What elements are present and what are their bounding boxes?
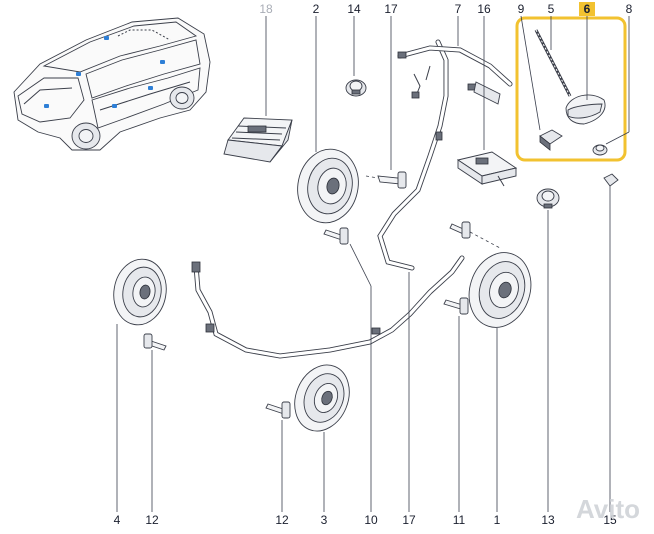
label-15: 15 bbox=[603, 513, 617, 527]
screw-17-mid bbox=[449, 221, 501, 249]
label-17-bottom: 17 bbox=[402, 513, 416, 527]
label-8: 8 bbox=[626, 2, 633, 16]
label-10: 10 bbox=[364, 513, 378, 527]
label-9: 9 bbox=[518, 2, 525, 16]
label-7: 7 bbox=[455, 2, 462, 16]
label-13: 13 bbox=[541, 513, 555, 527]
label-4: 4 bbox=[114, 513, 121, 527]
label-17-top: 17 bbox=[384, 2, 398, 16]
clip-15 bbox=[603, 173, 619, 187]
tweeter-13 bbox=[536, 188, 560, 209]
label-3: 3 bbox=[321, 513, 328, 527]
antenna-mast-5 bbox=[534, 29, 572, 97]
screw-12-bottom bbox=[265, 401, 291, 419]
label-16: 16 bbox=[477, 2, 491, 16]
screw-12-left bbox=[143, 333, 167, 351]
label-2: 2 bbox=[313, 2, 320, 16]
label-6: 6 bbox=[584, 2, 591, 16]
rear-harness bbox=[191, 255, 465, 359]
part-14 bbox=[345, 79, 367, 97]
vehicle-illustration bbox=[13, 17, 211, 151]
speaker-4 bbox=[113, 258, 167, 326]
radio-unit bbox=[223, 117, 293, 163]
label-14: 14 bbox=[347, 2, 361, 16]
watermark-logo: Avito bbox=[575, 494, 640, 524]
speaker-3 bbox=[294, 364, 350, 432]
label-6-highlight bbox=[579, 2, 595, 16]
antenna-base-6 bbox=[565, 94, 606, 125]
nut-8 bbox=[592, 144, 608, 156]
speaker-1 bbox=[468, 252, 532, 328]
bracket-16 bbox=[456, 151, 518, 187]
label-18: 18 bbox=[259, 2, 273, 16]
label-1: 1 bbox=[494, 513, 501, 527]
screw-11 bbox=[443, 297, 469, 315]
connector-9 bbox=[539, 129, 563, 151]
highlight-box bbox=[515, 16, 627, 162]
callout-lines bbox=[116, 15, 630, 512]
label-11: 11 bbox=[453, 513, 466, 527]
speaker-2 bbox=[297, 148, 359, 224]
screw-17-top bbox=[365, 171, 407, 189]
label-12-mid: 12 bbox=[275, 513, 289, 527]
label-5: 5 bbox=[548, 2, 555, 16]
screw-near-2 bbox=[323, 227, 349, 245]
wiring-harness bbox=[377, 39, 513, 271]
label-12-left: 12 bbox=[145, 513, 159, 527]
top-labels: 18 2 14 17 7 16 9 5 6 8 bbox=[259, 2, 633, 16]
bottom-labels: 4 12 12 3 10 17 11 1 13 15 bbox=[114, 513, 617, 527]
